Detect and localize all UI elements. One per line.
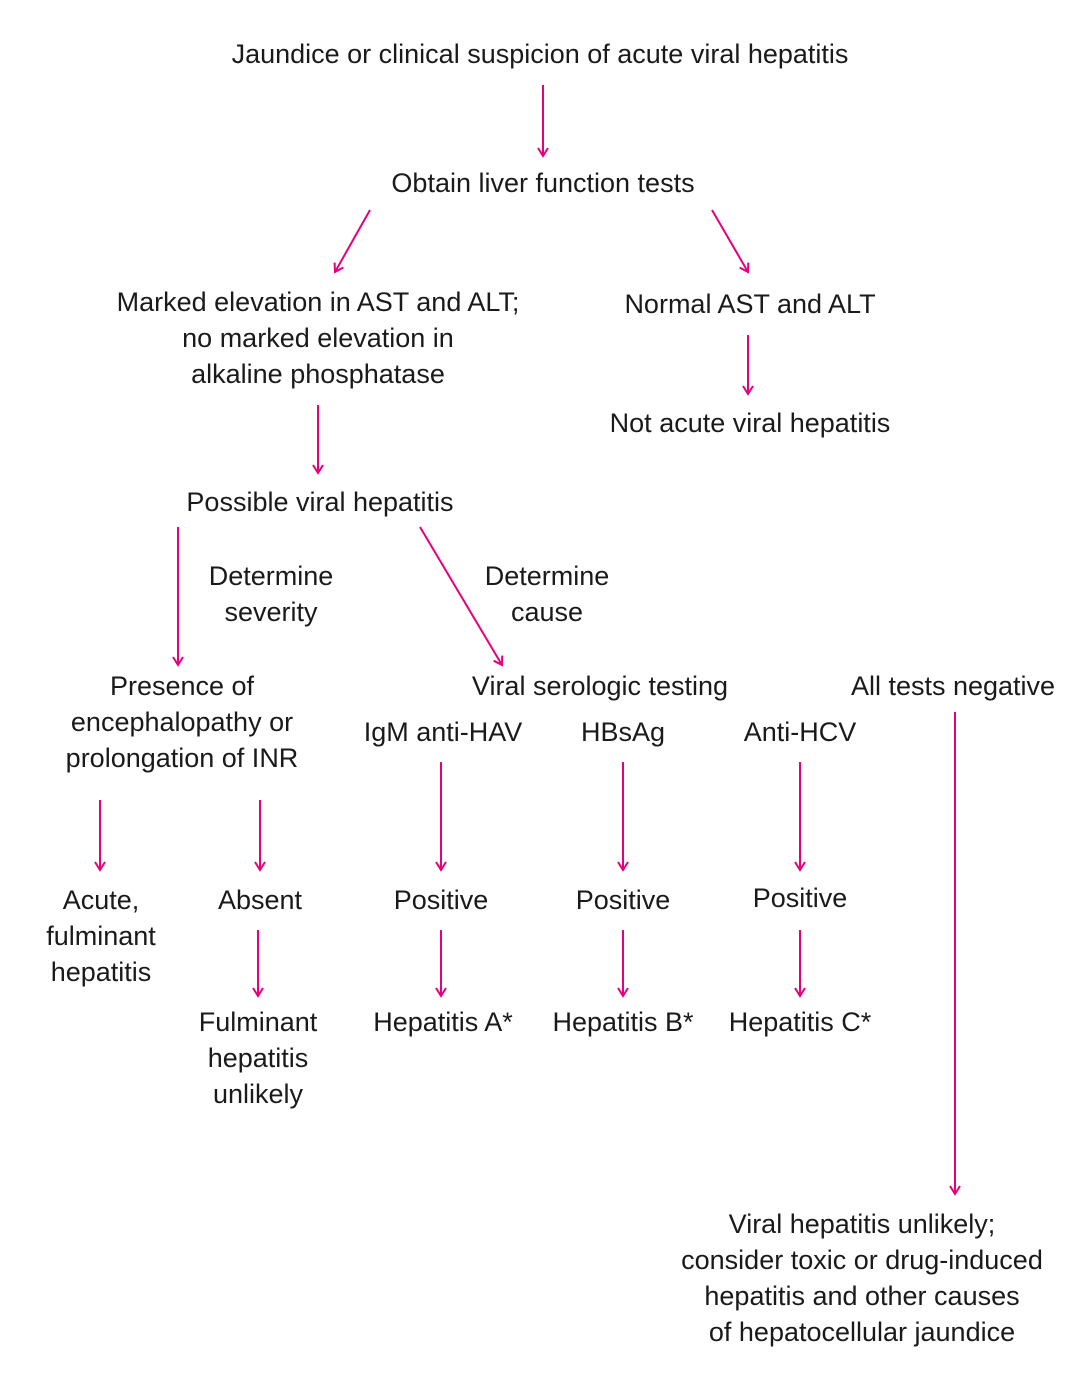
positive-node-c: Positive	[752, 883, 848, 913]
igm-anti-hav-node: IgM anti-HAV	[363, 717, 523, 747]
determine-cause-label: Determine cause	[484, 561, 610, 627]
marked-elevation-node: Marked elevation in AST and ALT; no mark…	[116, 287, 520, 389]
viral-unlikely-node: Viral hepatitis unlikely; consider toxic…	[681, 1209, 1043, 1347]
start-node: Jaundice or clinical suspicion of acute …	[231, 39, 849, 69]
determine-severity-label: Determine severity	[208, 561, 334, 627]
all-tests-negative-node: All tests negative	[850, 671, 1056, 701]
arrow-possible-to-serologic	[419, 526, 504, 667]
liver-function-tests-node: Obtain liver function tests	[391, 168, 695, 198]
fulminant-unlikely-node: Fulminant hepatitis unlikely	[198, 1007, 318, 1109]
positive-node-a: Positive	[393, 885, 489, 915]
positive-node-b: Positive	[575, 885, 671, 915]
hepatitis-b-node: Hepatitis B*	[552, 1007, 694, 1037]
viral-serologic-testing-node: Viral serologic testing	[471, 671, 729, 701]
arrow-lft-to-marked	[333, 209, 371, 274]
presence-node: Presence of encephalopathy or prolongati…	[65, 671, 299, 773]
arrow-lft-to-normal	[711, 209, 750, 274]
hbsag-node: HBsAg	[580, 717, 666, 747]
normal-ast-alt-node: Normal AST and ALT	[624, 289, 876, 319]
acute-fulminant-node: Acute, fulminant hepatitis	[46, 885, 156, 987]
possible-viral-hepatitis-node: Possible viral hepatitis	[186, 487, 454, 517]
hepatitis-a-node: Hepatitis A*	[373, 1007, 513, 1037]
anti-hcv-node: Anti-HCV	[743, 717, 857, 747]
not-acute-node: Not acute viral hepatitis	[609, 408, 891, 438]
absent-node: Absent	[217, 885, 303, 915]
hepatitis-c-node: Hepatitis C*	[728, 1007, 872, 1037]
